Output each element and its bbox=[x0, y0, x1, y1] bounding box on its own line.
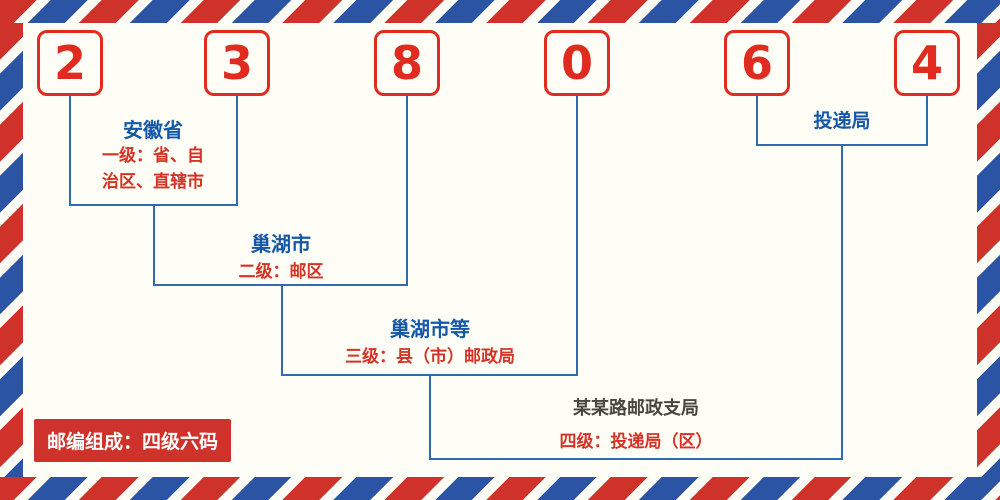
connector-line bbox=[153, 204, 155, 286]
digit-box-5: 6 bbox=[724, 30, 790, 96]
connector-line bbox=[926, 96, 928, 146]
connector-line bbox=[153, 284, 408, 286]
connector-line bbox=[236, 96, 238, 206]
connector-line bbox=[429, 374, 431, 460]
digit-2: 3 bbox=[220, 36, 253, 90]
level1-desc: 一级：省、自 治区、直辖市 bbox=[102, 143, 204, 196]
airmail-border-bottom bbox=[0, 477, 1000, 500]
digit-box-6: 4 bbox=[894, 30, 960, 96]
level2-name: 巢湖市 bbox=[251, 234, 311, 256]
connector-line bbox=[841, 144, 843, 460]
level2-desc: 二级：邮区 bbox=[238, 262, 324, 281]
digit-5: 6 bbox=[740, 36, 773, 90]
airmail-border-right bbox=[977, 23, 1000, 477]
connector-line bbox=[756, 96, 758, 146]
level1-desc-line2: 治区、直辖市 bbox=[102, 172, 204, 192]
connector-line bbox=[576, 96, 578, 376]
digit-3: 8 bbox=[390, 36, 423, 90]
connector-line bbox=[281, 284, 283, 376]
level4-desc: 四级：投递局（区） bbox=[559, 432, 713, 451]
level4-name: 投递局 bbox=[813, 111, 871, 132]
digit-box-1: 2 bbox=[37, 30, 103, 96]
digit-6: 4 bbox=[910, 36, 943, 90]
connector-line bbox=[429, 458, 843, 460]
digit-box-2: 3 bbox=[204, 30, 270, 96]
level4-branch: 某某路邮政支局 bbox=[573, 398, 699, 418]
digit-box-3: 8 bbox=[374, 30, 440, 96]
digit-box-4: 0 bbox=[544, 30, 610, 96]
level1-desc-line1: 一级：省、自 bbox=[102, 146, 204, 165]
airmail-border-top bbox=[0, 0, 1000, 23]
connector-line bbox=[406, 96, 408, 286]
level3-name: 巢湖市等 bbox=[390, 319, 470, 341]
level3-desc: 三级：县（市）邮政局 bbox=[345, 347, 515, 366]
digit-1: 2 bbox=[53, 36, 86, 90]
digit-4: 0 bbox=[560, 36, 593, 90]
connector-line bbox=[69, 96, 71, 206]
airmail-border-left bbox=[0, 23, 23, 477]
composition-badge: 邮编组成：四级六码 bbox=[34, 419, 232, 462]
level1-name: 安徽省 bbox=[123, 120, 183, 142]
